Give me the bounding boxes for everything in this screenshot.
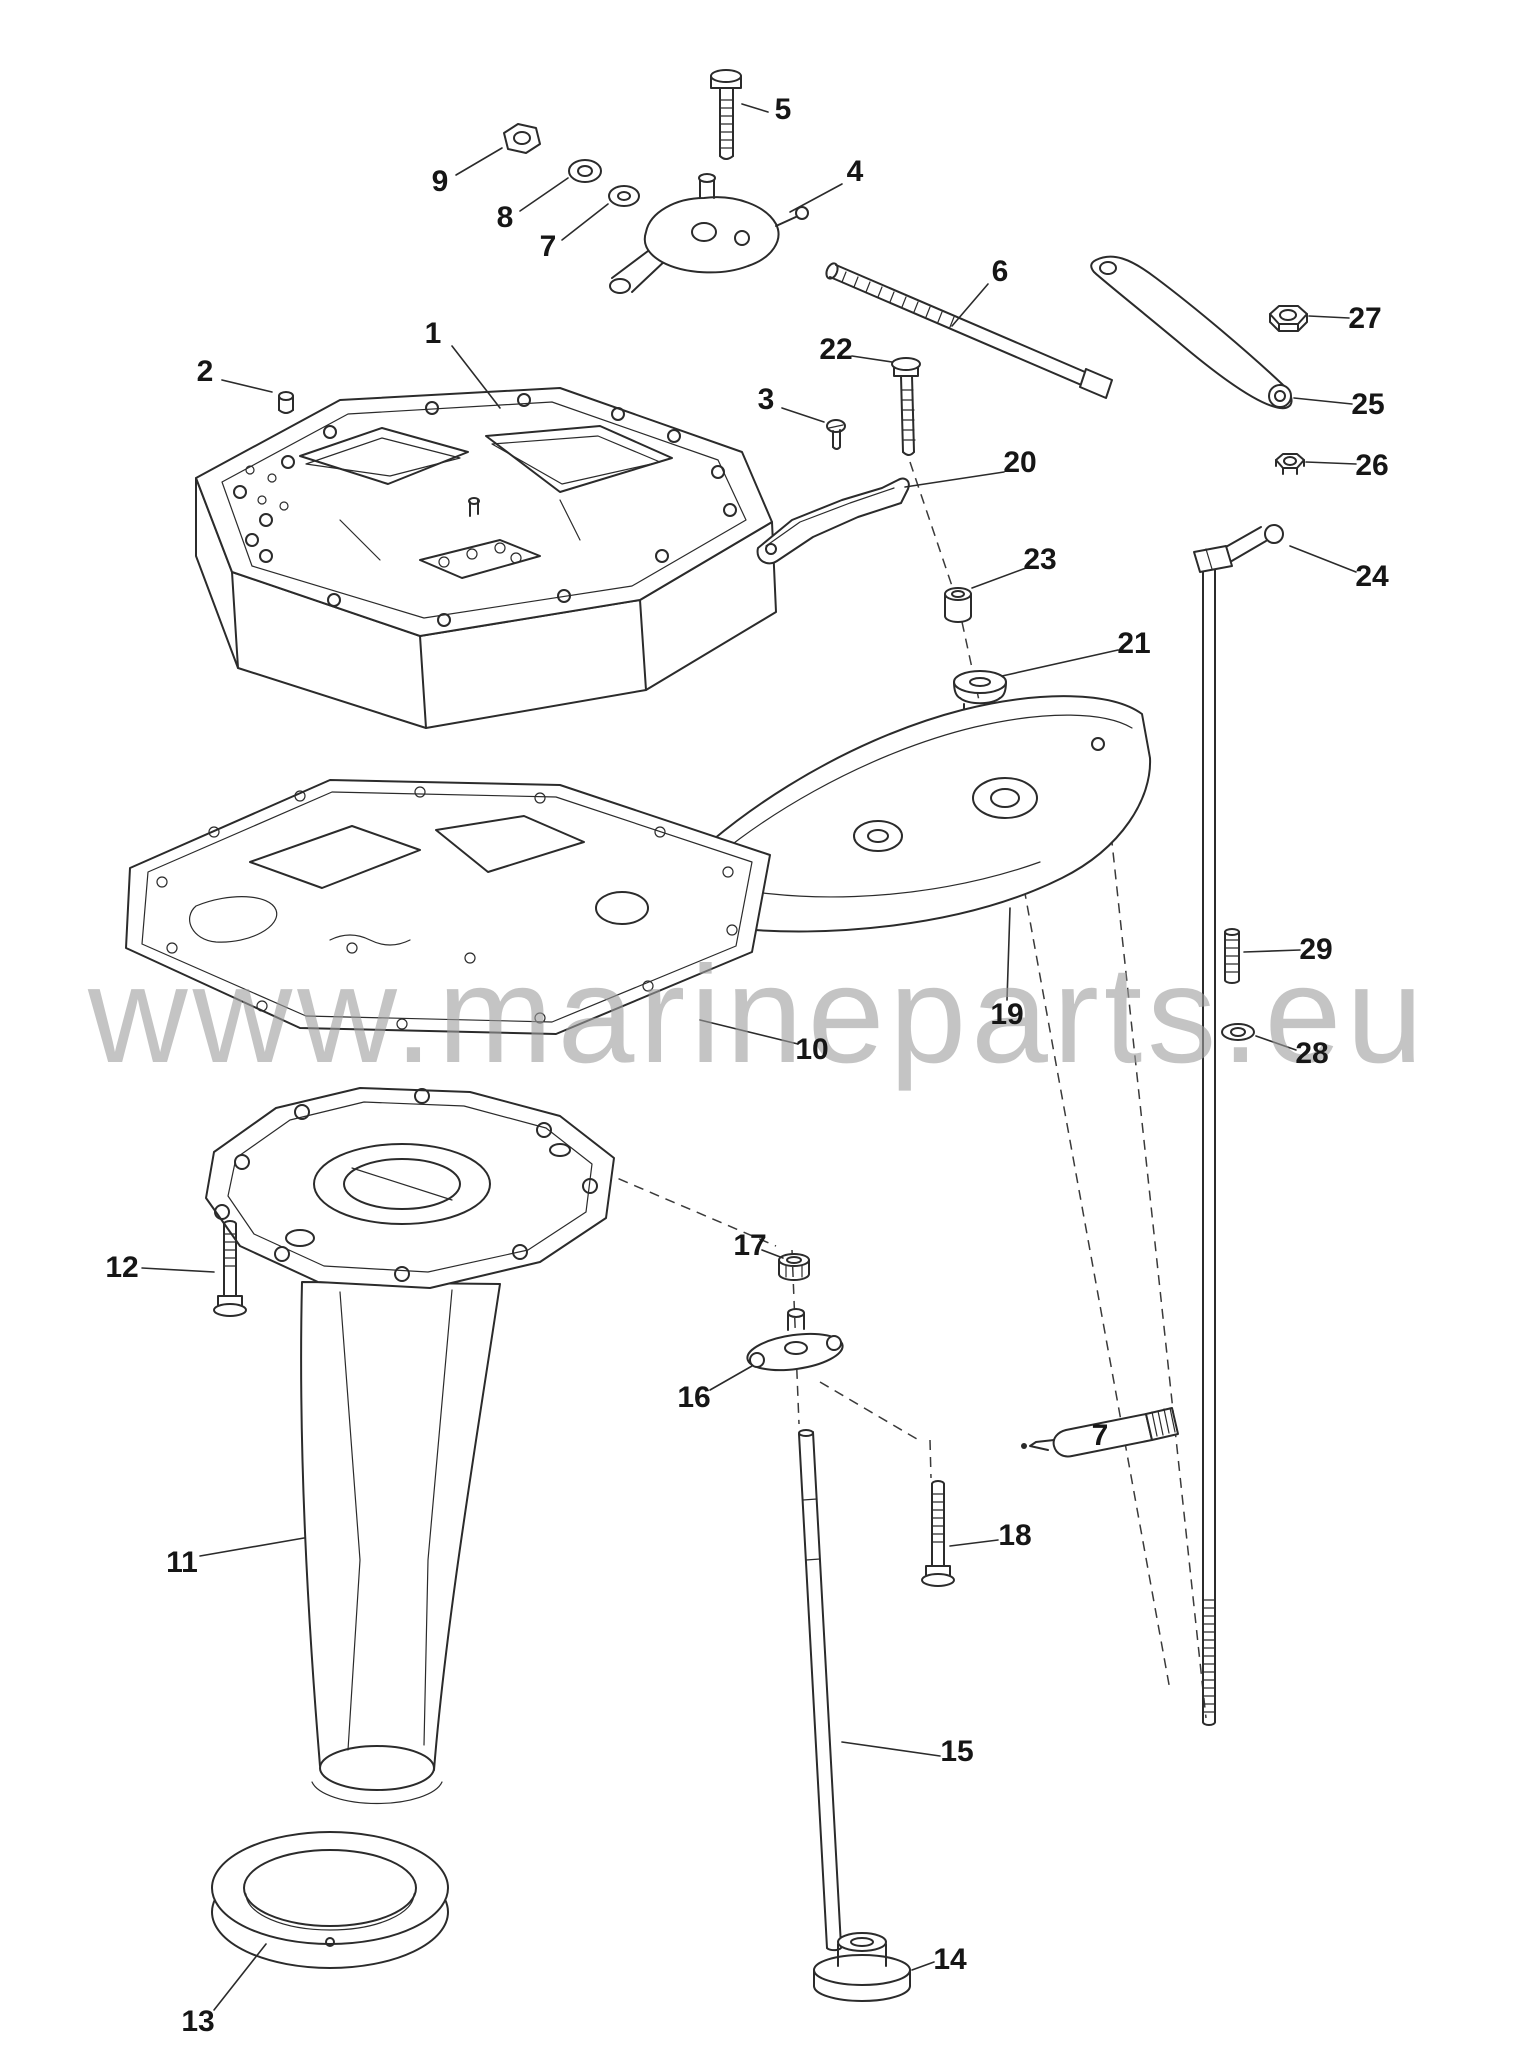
callout-27: 27 xyxy=(1348,302,1382,335)
callout-4: 4 xyxy=(846,155,864,188)
grommet-14-drawing xyxy=(813,1932,911,2002)
callout-24: 24 xyxy=(1355,560,1389,593)
gasket-10-drawing xyxy=(125,779,771,1035)
stud-29-drawing xyxy=(1224,928,1240,984)
callout-28: 28 xyxy=(1295,1037,1329,1070)
callout-13: 13 xyxy=(181,2005,215,2038)
callout-25: 25 xyxy=(1351,388,1385,421)
bolt-5-drawing xyxy=(710,69,742,160)
callout-26: 26 xyxy=(1355,449,1389,482)
callout-10: 10 xyxy=(795,1033,829,1066)
adapter-plate-1-drawing xyxy=(195,387,777,729)
bolt-12-drawing xyxy=(213,1220,247,1317)
callout-23: 23 xyxy=(1023,543,1057,576)
seal-13-drawing xyxy=(211,1831,449,1969)
washer-7-drawing xyxy=(608,185,640,207)
link-arm-25-drawing xyxy=(1090,255,1293,410)
callout-11: 11 xyxy=(166,1546,198,1579)
bolt-18-drawing xyxy=(921,1480,955,1587)
callout-2: 2 xyxy=(196,355,214,388)
callout-8: 8 xyxy=(496,201,514,234)
callout-15: 15 xyxy=(940,1735,974,1768)
callout-19: 19 xyxy=(990,998,1024,1031)
callout-1: 1 xyxy=(424,317,442,350)
callout-21: 21 xyxy=(1117,627,1151,660)
link-rod-20-drawing xyxy=(756,477,910,565)
exhaust-plate-19-drawing xyxy=(649,695,1152,933)
callout-18: 18 xyxy=(998,1519,1032,1552)
callout-17: 17 xyxy=(733,1229,767,1262)
washer-8-drawing xyxy=(568,159,602,183)
sealant-tube-drawing xyxy=(1021,1407,1179,1458)
shift-bracket-4-drawing xyxy=(609,173,809,294)
nut-9-drawing xyxy=(503,123,541,154)
washer-28-drawing xyxy=(1221,1023,1255,1041)
nut-26-drawing xyxy=(1275,453,1305,475)
callout-16: 16 xyxy=(677,1381,711,1414)
bushing-23-drawing xyxy=(944,587,972,623)
callout-5: 5 xyxy=(774,93,792,126)
bolt-6-drawing xyxy=(825,262,1113,399)
callout-7-sealant: 7 xyxy=(1091,1419,1109,1452)
callout-12: 12 xyxy=(105,1251,139,1284)
fitting-16-drawing xyxy=(746,1308,844,1372)
leader-lines xyxy=(141,103,1357,2011)
nut-17-drawing xyxy=(778,1253,810,1281)
link-rod-24-drawing xyxy=(1193,524,1284,1726)
callout-14: 14 xyxy=(933,1943,967,1976)
water-tube-15-drawing xyxy=(798,1429,843,1952)
callout-22: 22 xyxy=(819,333,853,366)
callout-6: 6 xyxy=(991,255,1009,288)
screw-3-drawing xyxy=(826,419,846,450)
nut-27-drawing xyxy=(1269,305,1308,332)
bolt-22-drawing xyxy=(891,357,921,456)
pin-2-drawing xyxy=(278,391,294,414)
callout-20: 20 xyxy=(1003,446,1037,479)
callout-3: 3 xyxy=(757,383,775,416)
callout-29: 29 xyxy=(1299,933,1333,966)
driveshaft-housing-11-drawing xyxy=(205,1087,615,1805)
watermark: www.marineparts.eu xyxy=(87,938,1429,1092)
callout-7: 7 xyxy=(539,230,557,263)
callout-9: 9 xyxy=(431,165,449,198)
